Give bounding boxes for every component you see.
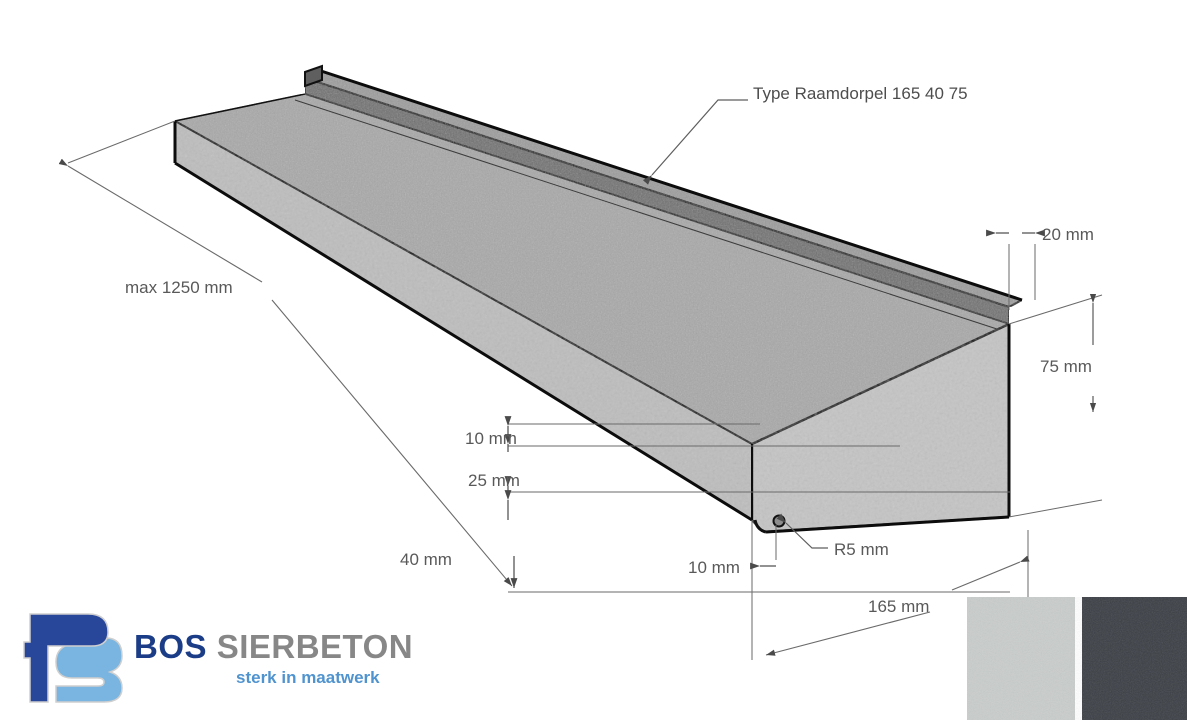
dimension-top-back-width: 20 mm bbox=[986, 225, 1094, 310]
logo-s-shape bbox=[55, 637, 123, 703]
dimension-mid-height-label: 25 mm bbox=[468, 471, 520, 490]
back-lip-left-tab bbox=[304, 64, 323, 88]
front-bottom-edge bbox=[174, 161, 753, 522]
dimension-front-offset-label: 10 mm bbox=[688, 558, 740, 577]
dimension-lip-height-label: 10 mm bbox=[465, 429, 517, 448]
logo-b-shape bbox=[23, 613, 109, 703]
dimension-front-offset: 10 mm bbox=[688, 520, 777, 660]
type-callout: Type Raamdorpel 165 40 75 bbox=[642, 84, 968, 185]
dimension-front-height-label: 40 mm bbox=[400, 550, 452, 569]
logo-brand-primary: BOS bbox=[134, 628, 208, 665]
logo-tagline: sterk in maatwerk bbox=[236, 668, 380, 687]
back-top-edge bbox=[317, 68, 1023, 302]
right-end-bottom-edge bbox=[765, 515, 1010, 534]
dimension-corner-radius: R5 mm bbox=[776, 513, 889, 559]
left-end-face bbox=[174, 93, 306, 122]
type-callout-label: Type Raamdorpel 165 40 75 bbox=[753, 84, 968, 103]
dimension-length: max 1250 mm bbox=[58, 120, 513, 587]
dimension-depth-label: 165 mm bbox=[868, 597, 929, 616]
dimension-height: 75 mm bbox=[1008, 293, 1103, 518]
corner-radius-node bbox=[772, 514, 786, 528]
company-logo: BOS SIERBETON sterk in maatwerk bbox=[22, 612, 413, 708]
logo-brand-secondary: SIERBETON bbox=[216, 628, 414, 665]
dimension-top-back-width-label: 20 mm bbox=[1042, 225, 1094, 244]
concrete-colour-sample bbox=[967, 597, 1187, 720]
corner-radius-r5 bbox=[753, 519, 767, 534]
logo-wordmark: BOS SIERBETON bbox=[134, 628, 413, 666]
dimension-length-label: max 1250 mm bbox=[125, 278, 233, 297]
bos-sierbeton-logo-mark bbox=[23, 613, 123, 703]
sample-texture-overlay bbox=[967, 597, 1187, 720]
dimension-depth: 165 mm bbox=[765, 530, 1030, 660]
dimension-height-label: 75 mm bbox=[1040, 357, 1092, 376]
raamdorpel-3d-body bbox=[172, 64, 1025, 534]
slope-crease-line bbox=[294, 99, 1001, 331]
dimension-profile-heights: 10 mm 25 mm 40 mm bbox=[400, 416, 1010, 593]
dimension-corner-radius-label: R5 mm bbox=[834, 540, 889, 559]
